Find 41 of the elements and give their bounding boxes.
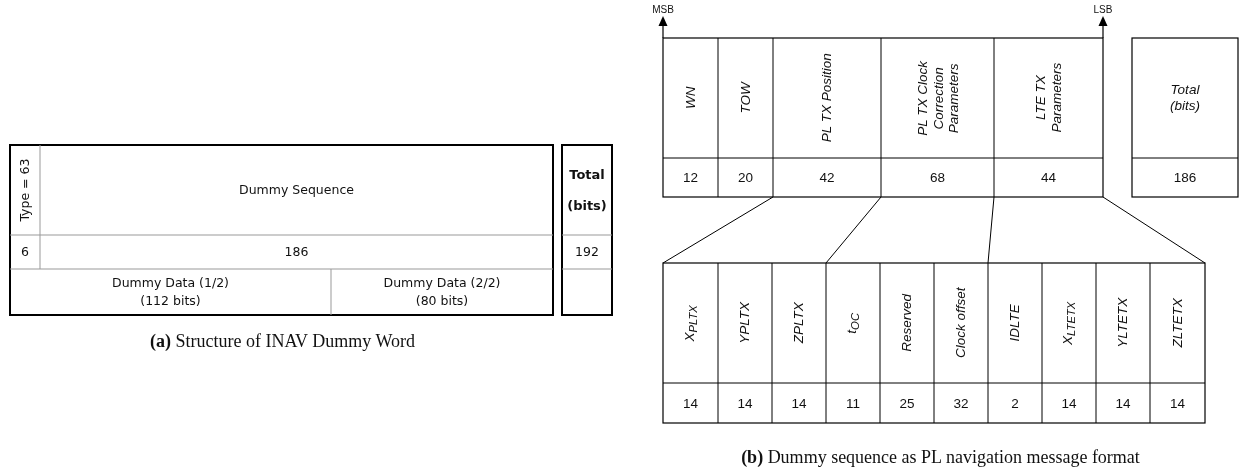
field-name: Clock offset — [953, 286, 969, 361]
bit-count: 14 — [737, 395, 753, 411]
column-header: Total (bits) — [566, 165, 608, 215]
figure-caption: (a) Structure of INAV Dummy Word — [149, 330, 415, 352]
bit-count: 14 — [1115, 395, 1131, 411]
field-name: YLTETX — [1115, 296, 1131, 350]
bit-count: 12 — [683, 170, 698, 185]
bit-count: 32 — [953, 395, 969, 411]
field-name: TOW — [737, 80, 754, 116]
bit-count: 14 — [1170, 395, 1185, 411]
field-name: IDLTE — [1007, 303, 1023, 344]
bit-count: 6 — [21, 242, 29, 261]
column-header: Total (bits) — [1169, 82, 1201, 114]
field-name: LTE TX Parameters — [1033, 62, 1064, 135]
lsb-label: LSB — [1093, 3, 1113, 15]
bit-total: 186 — [1173, 170, 1197, 185]
bit-count: 25 — [899, 395, 915, 411]
field-name: YPLTX — [737, 301, 753, 346]
field-name: Type = 63 — [15, 157, 33, 224]
bit-count: 44 — [1041, 170, 1056, 185]
bit-count: 42 — [819, 170, 835, 185]
field-name: WN — [682, 85, 699, 112]
data-part: Dummy Data (2/2) (80 bits) — [382, 273, 502, 310]
field-name: ZPLTX — [791, 301, 807, 346]
bit-count: 14 — [1061, 395, 1077, 411]
bit-count: 14 — [791, 395, 807, 411]
bit-total: 192 — [575, 242, 599, 261]
bit-count: 14 — [683, 395, 698, 411]
field-name: PL TX Position — [819, 52, 835, 145]
bit-count: 20 — [738, 170, 753, 185]
data-part: Dummy Data (1/2) (112 bits) — [111, 273, 230, 310]
bit-count: 11 — [846, 395, 860, 411]
msb-label: MSB — [652, 3, 674, 15]
field-name: Dummy Sequence — [239, 180, 354, 199]
bit-count: 68 — [930, 170, 945, 185]
bit-count: 2 — [1011, 395, 1019, 411]
field-name: Reserved — [899, 292, 915, 354]
bit-count: 186 — [284, 242, 309, 261]
figure-caption: (b) Dummy sequence as PL navigation message format — [741, 446, 1140, 467]
field-name: PL TX Clock Correction Parameters — [914, 59, 961, 138]
field-name: ZLTETX — [1169, 297, 1186, 350]
